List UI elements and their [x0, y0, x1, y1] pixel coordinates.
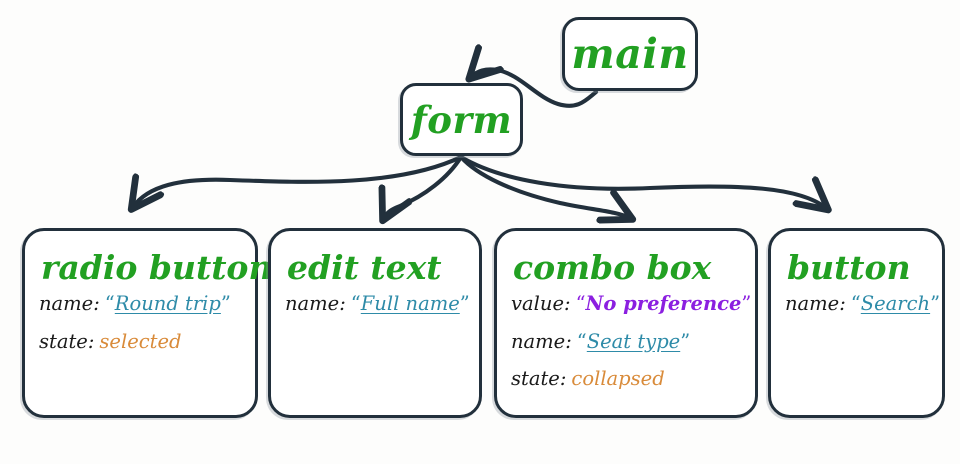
open-quote: “ — [576, 329, 587, 353]
open-quote: “ — [104, 292, 115, 315]
attribute-value-name: “Full name” — [351, 292, 470, 315]
edge-form-to-edit-text — [384, 154, 464, 218]
close-quote: ” — [930, 292, 941, 315]
attribute-key: name: — [39, 292, 100, 315]
attribute-row: value:“No preference” — [511, 294, 755, 314]
attribute-row: name:“Full name” — [285, 294, 479, 314]
close-quote: ” — [220, 292, 231, 315]
attribute-key: name: — [511, 329, 572, 353]
close-quote: ” — [741, 292, 752, 315]
node-form[interactable]: form — [400, 83, 523, 156]
attribute-key: name: — [785, 292, 846, 315]
node-edit-text-title: edit text — [287, 248, 442, 287]
attribute-value-name: “Seat type” — [577, 330, 690, 353]
open-quote: “ — [850, 292, 861, 315]
attribute-row: name:“Round trip” — [39, 294, 255, 314]
attribute-row: name:“Seat type” — [511, 329, 755, 353]
node-main-title: main — [571, 30, 689, 78]
attribute-value-text: No preference — [585, 292, 742, 315]
attribute-list: value:“No preference”name:“Seat type”sta… — [497, 288, 755, 389]
attribute-row: name:“Search” — [785, 294, 942, 314]
node-edit-text[interactable]: edit text name:“Full name” — [268, 228, 482, 418]
attribute-key: name: — [285, 292, 346, 315]
attribute-value-state: collapsed — [571, 367, 665, 390]
attribute-value-name: “Search” — [851, 292, 940, 315]
edge-form-to-button — [458, 154, 826, 208]
attribute-row: state:selected — [39, 329, 255, 353]
attribute-value-text: Full name — [360, 292, 460, 315]
attribute-key: value: — [511, 292, 571, 315]
close-quote: ” — [680, 329, 691, 353]
attribute-key: state: — [39, 329, 95, 353]
edge-form-to-combo-box — [458, 154, 630, 218]
attribute-value-name: “Round trip” — [105, 292, 231, 315]
attribute-value-value: “No preference” — [576, 292, 752, 315]
open-quote: “ — [350, 292, 361, 315]
node-combo-box[interactable]: combo box value:“No preference”name:“Sea… — [494, 228, 758, 418]
attribute-key: state: — [511, 367, 567, 390]
attribute-list: name:“Search” — [771, 288, 942, 314]
attribute-value-text: Seat type — [586, 329, 681, 353]
close-quote: ” — [459, 292, 470, 315]
attribute-value-text: Round trip — [114, 292, 221, 315]
edge-form-to-radio-button — [133, 154, 464, 207]
node-main[interactable]: main — [562, 17, 698, 91]
attribute-list: name:“Full name” — [271, 288, 479, 314]
attribute-list: name:“Round trip” state:selected — [25, 288, 255, 351]
open-quote: “ — [575, 292, 586, 315]
node-form-title: form — [410, 97, 513, 142]
node-radio-button[interactable]: radio button name:“Round trip” state:sele… — [22, 228, 273, 418]
node-radio-button-title: radio button — [41, 248, 273, 287]
attribute-value-text: Search — [860, 292, 931, 315]
attribute-row: state:collapsed — [511, 369, 755, 389]
node-button[interactable]: button name:“Search” — [768, 228, 945, 418]
node-button-title: button — [787, 248, 911, 287]
node-combo-box-title: combo box — [513, 248, 712, 287]
attribute-value-state: selected — [99, 329, 182, 353]
